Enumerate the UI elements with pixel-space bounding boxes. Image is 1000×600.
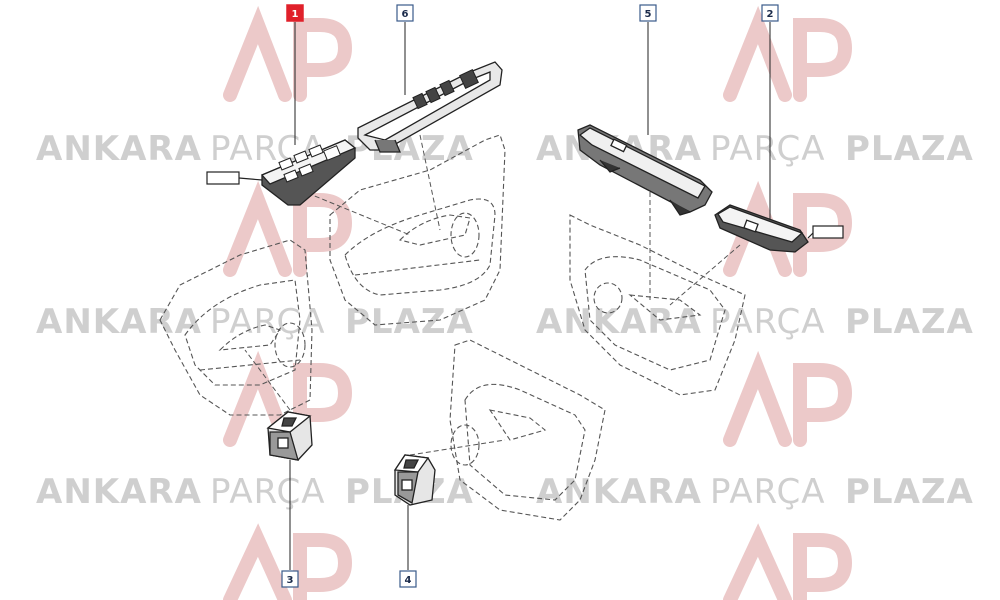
watermark-word-3: PLAZA — [845, 302, 974, 342]
callout-label-1: 1 — [292, 9, 299, 20]
callout-box-3 — [281, 570, 299, 588]
part-6-window-switch-trim[interactable] — [357, 61, 503, 153]
callout-box-2 — [761, 4, 779, 22]
watermark-row-2: ANKARA PARÇA PLAZA ANKARA PARÇA PLAZA — [36, 302, 974, 342]
part-1-window-switch-driver[interactable] — [260, 139, 357, 206]
leader-lines — [289, 22, 771, 570]
watermark-word-2: PARÇA — [210, 302, 326, 342]
watermark-layer: ANKARA PARÇA PLAZA ANKARA PARÇA PLAZA AN… — [36, 5, 974, 600]
part-2-window-switch-passenger[interactable] — [714, 204, 809, 253]
watermark-row-3: ANKARA PARÇA PLAZA ANKARA PARÇA PLAZA — [36, 472, 974, 512]
callout-1[interactable]: 1 — [286, 4, 304, 22]
callout-2[interactable]: 2 — [761, 4, 779, 22]
part-4-window-switch-rear-right[interactable] — [393, 454, 436, 506]
watermark-word-1: ANKARA — [36, 302, 202, 342]
watermark-word-2: PARÇA — [710, 129, 826, 169]
watermark-word-3: PLAZA — [345, 302, 474, 342]
callout-3[interactable]: 3 — [281, 570, 299, 588]
callout-label-4: 4 — [405, 575, 412, 586]
watermark-word-2: PARÇA — [210, 472, 326, 512]
connector-2 — [807, 225, 844, 239]
door-panel-rear-left — [159, 239, 313, 416]
watermark-word-3: PLAZA — [845, 129, 974, 169]
watermark-word-1: ANKARA — [36, 472, 202, 512]
callout-label-6: 6 — [402, 9, 409, 20]
callout-label-2: 2 — [767, 9, 774, 20]
callout-box-4 — [399, 570, 417, 588]
part-3-window-switch-rear-left[interactable] — [266, 411, 313, 461]
watermark-word-2: PARÇA — [710, 472, 826, 512]
callout-box-6 — [396, 4, 414, 22]
watermark-word-2: PARÇA — [710, 302, 826, 342]
connector-1 — [206, 171, 263, 185]
callout-5[interactable]: 5 — [639, 4, 657, 22]
watermark-word-1: ANKARA — [536, 472, 702, 512]
callout-label-3: 3 — [287, 575, 294, 586]
watermark-word-3: PLAZA — [845, 472, 974, 512]
door-panel-front-right — [569, 214, 746, 396]
part-5-armrest-trim[interactable] — [577, 124, 713, 216]
callout-label-5: 5 — [645, 9, 652, 20]
callout-6[interactable]: 6 — [396, 4, 414, 22]
callout-4[interactable]: 4 — [399, 570, 417, 588]
watermark-word-1: ANKARA — [36, 129, 202, 169]
callout-box-5 — [639, 4, 657, 22]
door-panel-rear-right — [449, 339, 606, 521]
assembly-lines — [244, 134, 741, 456]
callout-box-1 — [286, 4, 304, 22]
